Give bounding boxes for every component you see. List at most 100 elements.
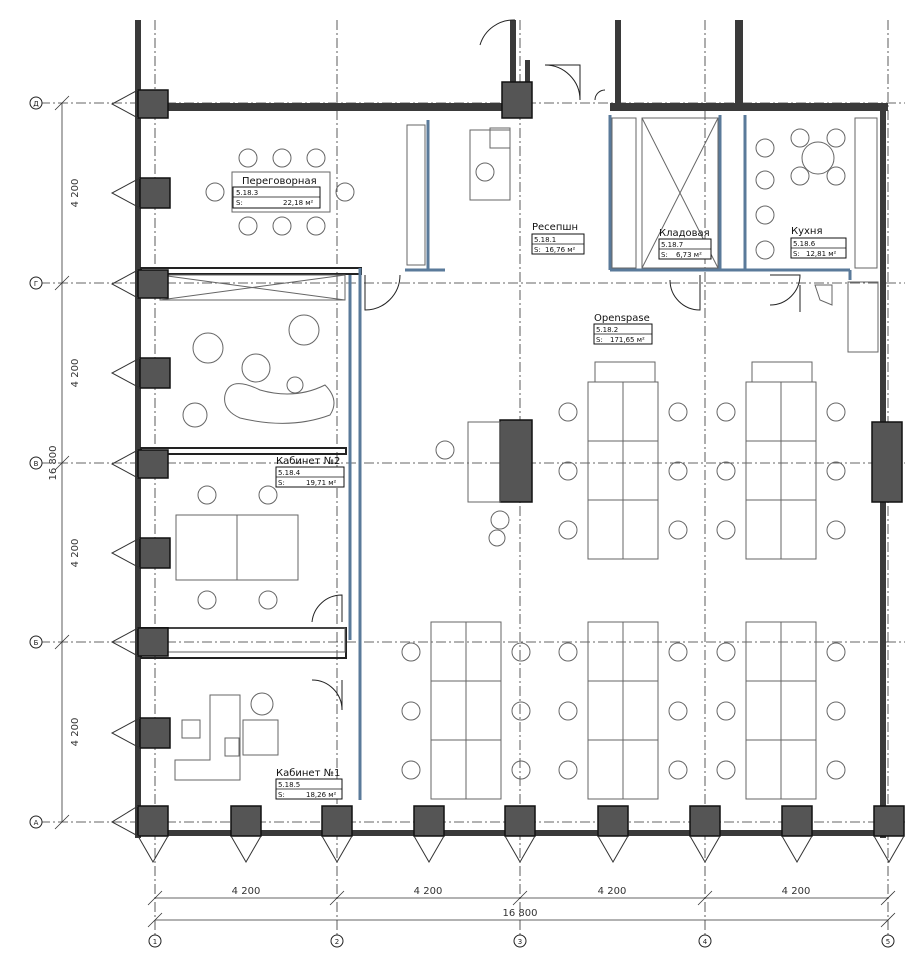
- chair: [826, 760, 846, 780]
- columns: [137, 81, 905, 837]
- lobby-furniture: [435, 421, 510, 547]
- desk: [780, 621, 817, 682]
- svg-text:4 200: 4 200: [232, 886, 261, 897]
- svg-text:S:: S:: [278, 791, 285, 799]
- openspace-desks: [401, 361, 846, 800]
- axis-markers-left: Д Г В Б А: [29, 96, 43, 829]
- svg-text:Переговорная: Переговорная: [242, 176, 317, 187]
- svg-text:6,73 м²: 6,73 м²: [676, 251, 702, 259]
- chair: [826, 701, 846, 721]
- svg-text:5.18.1: 5.18.1: [534, 236, 556, 244]
- desk: [780, 680, 817, 741]
- chair: [401, 760, 421, 780]
- partitions: [140, 115, 852, 800]
- meeting-room-furniture: [205, 148, 355, 236]
- svg-text:5: 5: [886, 938, 890, 946]
- svg-text:5.18.6: 5.18.6: [793, 240, 816, 248]
- room-label-storage: Кладовая 5.18.7 S: 6,73 м²: [658, 228, 712, 260]
- svg-text:5.18.7: 5.18.7: [661, 241, 683, 249]
- column-markers-left: [110, 89, 141, 837]
- chair: [401, 701, 421, 721]
- chair: [558, 461, 578, 481]
- svg-text:4 200: 4 200: [414, 886, 443, 897]
- chair: [668, 760, 688, 780]
- desk: [780, 739, 817, 800]
- chair: [668, 642, 688, 662]
- svg-text:А: А: [34, 819, 39, 827]
- svg-text:Д: Д: [33, 100, 39, 108]
- chair: [826, 461, 846, 481]
- desk: [622, 621, 659, 682]
- axis-markers-bottom: 1 2 3 4 5: [148, 934, 895, 948]
- svg-text:171,65 м²: 171,65 м²: [610, 336, 645, 344]
- chair: [511, 701, 531, 721]
- svg-text:Ресепшн: Ресепшн: [532, 222, 578, 233]
- room-label-meeting: Переговорная 5.18.3 S: 22,18 м²: [232, 176, 321, 209]
- chair: [716, 520, 736, 540]
- chair: [558, 701, 578, 721]
- desk: [780, 381, 817, 442]
- dimensions-left: 4 200 4 200 4 200 4 200 16 800: [48, 95, 81, 830]
- chair: [716, 760, 736, 780]
- room-label-office-1: Кабинет №1 5.18.5 S: 18,26 м²: [275, 768, 343, 800]
- chair: [511, 760, 531, 780]
- desk: [745, 499, 782, 560]
- desk: [745, 440, 782, 501]
- svg-text:5.18.5: 5.18.5: [278, 781, 300, 789]
- desk: [587, 739, 624, 800]
- svg-text:4 200: 4 200: [782, 886, 811, 897]
- svg-text:Кладовая: Кладовая: [659, 228, 710, 239]
- chair: [668, 701, 688, 721]
- svg-text:S:: S:: [534, 246, 541, 254]
- svg-text:В: В: [34, 460, 39, 468]
- chair: [716, 402, 736, 422]
- desk: [430, 739, 467, 800]
- svg-text:S:: S:: [596, 336, 603, 344]
- chair: [716, 461, 736, 481]
- desk: [780, 440, 817, 501]
- svg-text:4 200: 4 200: [70, 718, 81, 747]
- svg-text:S:: S:: [278, 479, 285, 487]
- svg-text:Кабинет №2: Кабинет №2: [276, 456, 340, 467]
- chair: [558, 642, 578, 662]
- chair: [511, 642, 531, 662]
- chair: [668, 402, 688, 422]
- svg-text:16 800: 16 800: [48, 446, 59, 481]
- svg-text:12,81 м²: 12,81 м²: [806, 250, 837, 258]
- chair: [558, 760, 578, 780]
- svg-text:Кабинет №1: Кабинет №1: [276, 768, 340, 779]
- room-label-office-2: Кабинет №2 5.18.4 S: 19,71 м²: [275, 456, 345, 488]
- desk: [587, 440, 624, 501]
- svg-text:16,76 м²: 16,76 м²: [545, 246, 576, 254]
- svg-text:2: 2: [335, 938, 339, 946]
- dimensions-bottom: 4 200 4 200 4 200 4 200 16 800: [147, 886, 896, 928]
- svg-text:19,71 м²: 19,71 м²: [306, 479, 337, 487]
- lounge-furniture: [182, 314, 335, 428]
- svg-text:Г: Г: [34, 280, 38, 288]
- svg-text:S:: S:: [236, 199, 243, 207]
- desk: [622, 680, 659, 741]
- office-2-furniture: [175, 485, 299, 610]
- column-markers-bottom: [137, 835, 905, 864]
- desk: [745, 621, 782, 682]
- svg-text:1: 1: [153, 938, 157, 946]
- desk: [622, 739, 659, 800]
- desk: [745, 381, 782, 442]
- desk: [751, 361, 813, 383]
- desk: [594, 361, 656, 383]
- room-label-reception: Ресепшн 5.18.1 S: 16,76 м²: [531, 222, 585, 255]
- desk: [430, 621, 467, 682]
- desk: [587, 621, 624, 682]
- chair: [826, 642, 846, 662]
- chair: [826, 520, 846, 540]
- desk: [587, 381, 624, 442]
- svg-text:5.18.4: 5.18.4: [278, 469, 301, 477]
- kitchen-furniture: [755, 117, 879, 353]
- desk: [745, 739, 782, 800]
- room-label-kitchen: Кухня 5.18.6 S: 12,81 м²: [790, 226, 847, 259]
- desk: [465, 739, 502, 800]
- svg-text:Б: Б: [34, 639, 39, 647]
- svg-text:S:: S:: [793, 250, 800, 258]
- doors: [311, 19, 801, 711]
